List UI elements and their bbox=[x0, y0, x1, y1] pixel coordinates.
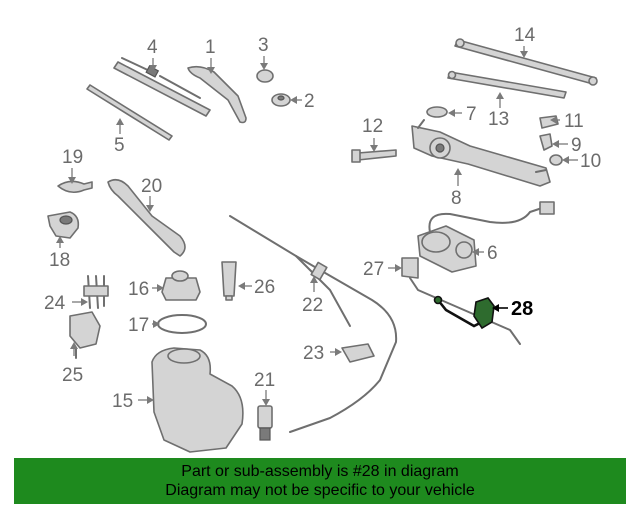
callout-18: 18 bbox=[49, 250, 70, 271]
part-23-clip[interactable] bbox=[341, 343, 375, 363]
part-19-nozzle[interactable] bbox=[57, 180, 93, 194]
callout-1: 1 bbox=[205, 37, 216, 58]
callout-10: 10 bbox=[580, 151, 601, 172]
callout-2: 2 bbox=[304, 91, 315, 112]
callout-15: 15 bbox=[112, 391, 133, 412]
callout-labels: 1 2 3 4 5 6 7 8 9 10 11 12 13 14 15 16 1… bbox=[44, 25, 601, 412]
part-7-washer[interactable] bbox=[426, 106, 448, 118]
part-14-linkage[interactable] bbox=[454, 38, 598, 86]
part-2-nut[interactable] bbox=[271, 93, 291, 107]
parts-diagram: 1 2 3 4 5 6 7 8 9 10 11 12 13 14 15 16 1… bbox=[44, 25, 601, 453]
callout-26: 26 bbox=[254, 277, 275, 298]
callout-21: 21 bbox=[254, 370, 275, 391]
callout-24: 24 bbox=[44, 293, 66, 314]
callout-16: 16 bbox=[128, 279, 149, 300]
part-20-hose[interactable] bbox=[107, 178, 186, 257]
part-4-wiper-blade[interactable] bbox=[113, 57, 211, 117]
part-25-bracket[interactable] bbox=[69, 311, 101, 359]
callout-11: 11 bbox=[564, 111, 584, 132]
callout-25: 25 bbox=[62, 365, 83, 386]
part-18-nozzle[interactable] bbox=[47, 211, 80, 239]
callout-5: 5 bbox=[114, 135, 125, 156]
part-17-seal[interactable] bbox=[157, 314, 207, 334]
leader-lines bbox=[56, 46, 578, 406]
callout-8: 8 bbox=[451, 188, 462, 209]
part-22-hose[interactable] bbox=[229, 215, 398, 433]
part-21-pump[interactable] bbox=[257, 405, 273, 441]
part-6-wiper-motor[interactable] bbox=[417, 201, 555, 273]
part-26-sensor[interactable] bbox=[221, 261, 237, 301]
part-1-wiper-arm[interactable] bbox=[187, 65, 247, 124]
info-banner: Part or sub-assembly is #28 in diagram D… bbox=[14, 458, 626, 504]
part-28-highlighted[interactable] bbox=[433, 295, 495, 330]
part-8-transmission[interactable] bbox=[411, 119, 551, 187]
callout-27: 27 bbox=[363, 259, 384, 280]
part-24-connector[interactable] bbox=[83, 275, 109, 309]
callout-19: 19 bbox=[62, 147, 83, 168]
callout-28-highlighted: 28 bbox=[511, 298, 533, 320]
banner-line-1: Part or sub-assembly is #28 in diagram bbox=[181, 463, 459, 480]
part-15-reservoir[interactable] bbox=[151, 347, 244, 453]
callout-9: 9 bbox=[571, 135, 582, 156]
part-10-nut[interactable] bbox=[549, 154, 563, 166]
banner-line-2: Diagram may not be specific to your vehi… bbox=[165, 482, 475, 499]
callout-20: 20 bbox=[141, 176, 162, 197]
callout-14: 14 bbox=[514, 25, 536, 46]
part-27-connector[interactable] bbox=[401, 257, 521, 345]
callout-13: 13 bbox=[488, 109, 509, 130]
part-5-blade-refill[interactable] bbox=[86, 84, 173, 141]
callout-23: 23 bbox=[303, 343, 324, 364]
part-12-bolt[interactable] bbox=[351, 149, 397, 163]
callout-7: 7 bbox=[466, 104, 477, 125]
callout-17: 17 bbox=[128, 315, 149, 336]
callout-4: 4 bbox=[147, 37, 158, 58]
callout-6: 6 bbox=[487, 243, 498, 264]
part-16-pump[interactable] bbox=[161, 270, 201, 301]
part-9-clip[interactable] bbox=[539, 133, 553, 151]
callout-22: 22 bbox=[302, 295, 323, 316]
callout-12: 12 bbox=[362, 116, 383, 137]
part-13-linkage[interactable] bbox=[447, 70, 567, 99]
callout-3: 3 bbox=[258, 35, 269, 56]
part-3-cap[interactable] bbox=[256, 69, 274, 83]
